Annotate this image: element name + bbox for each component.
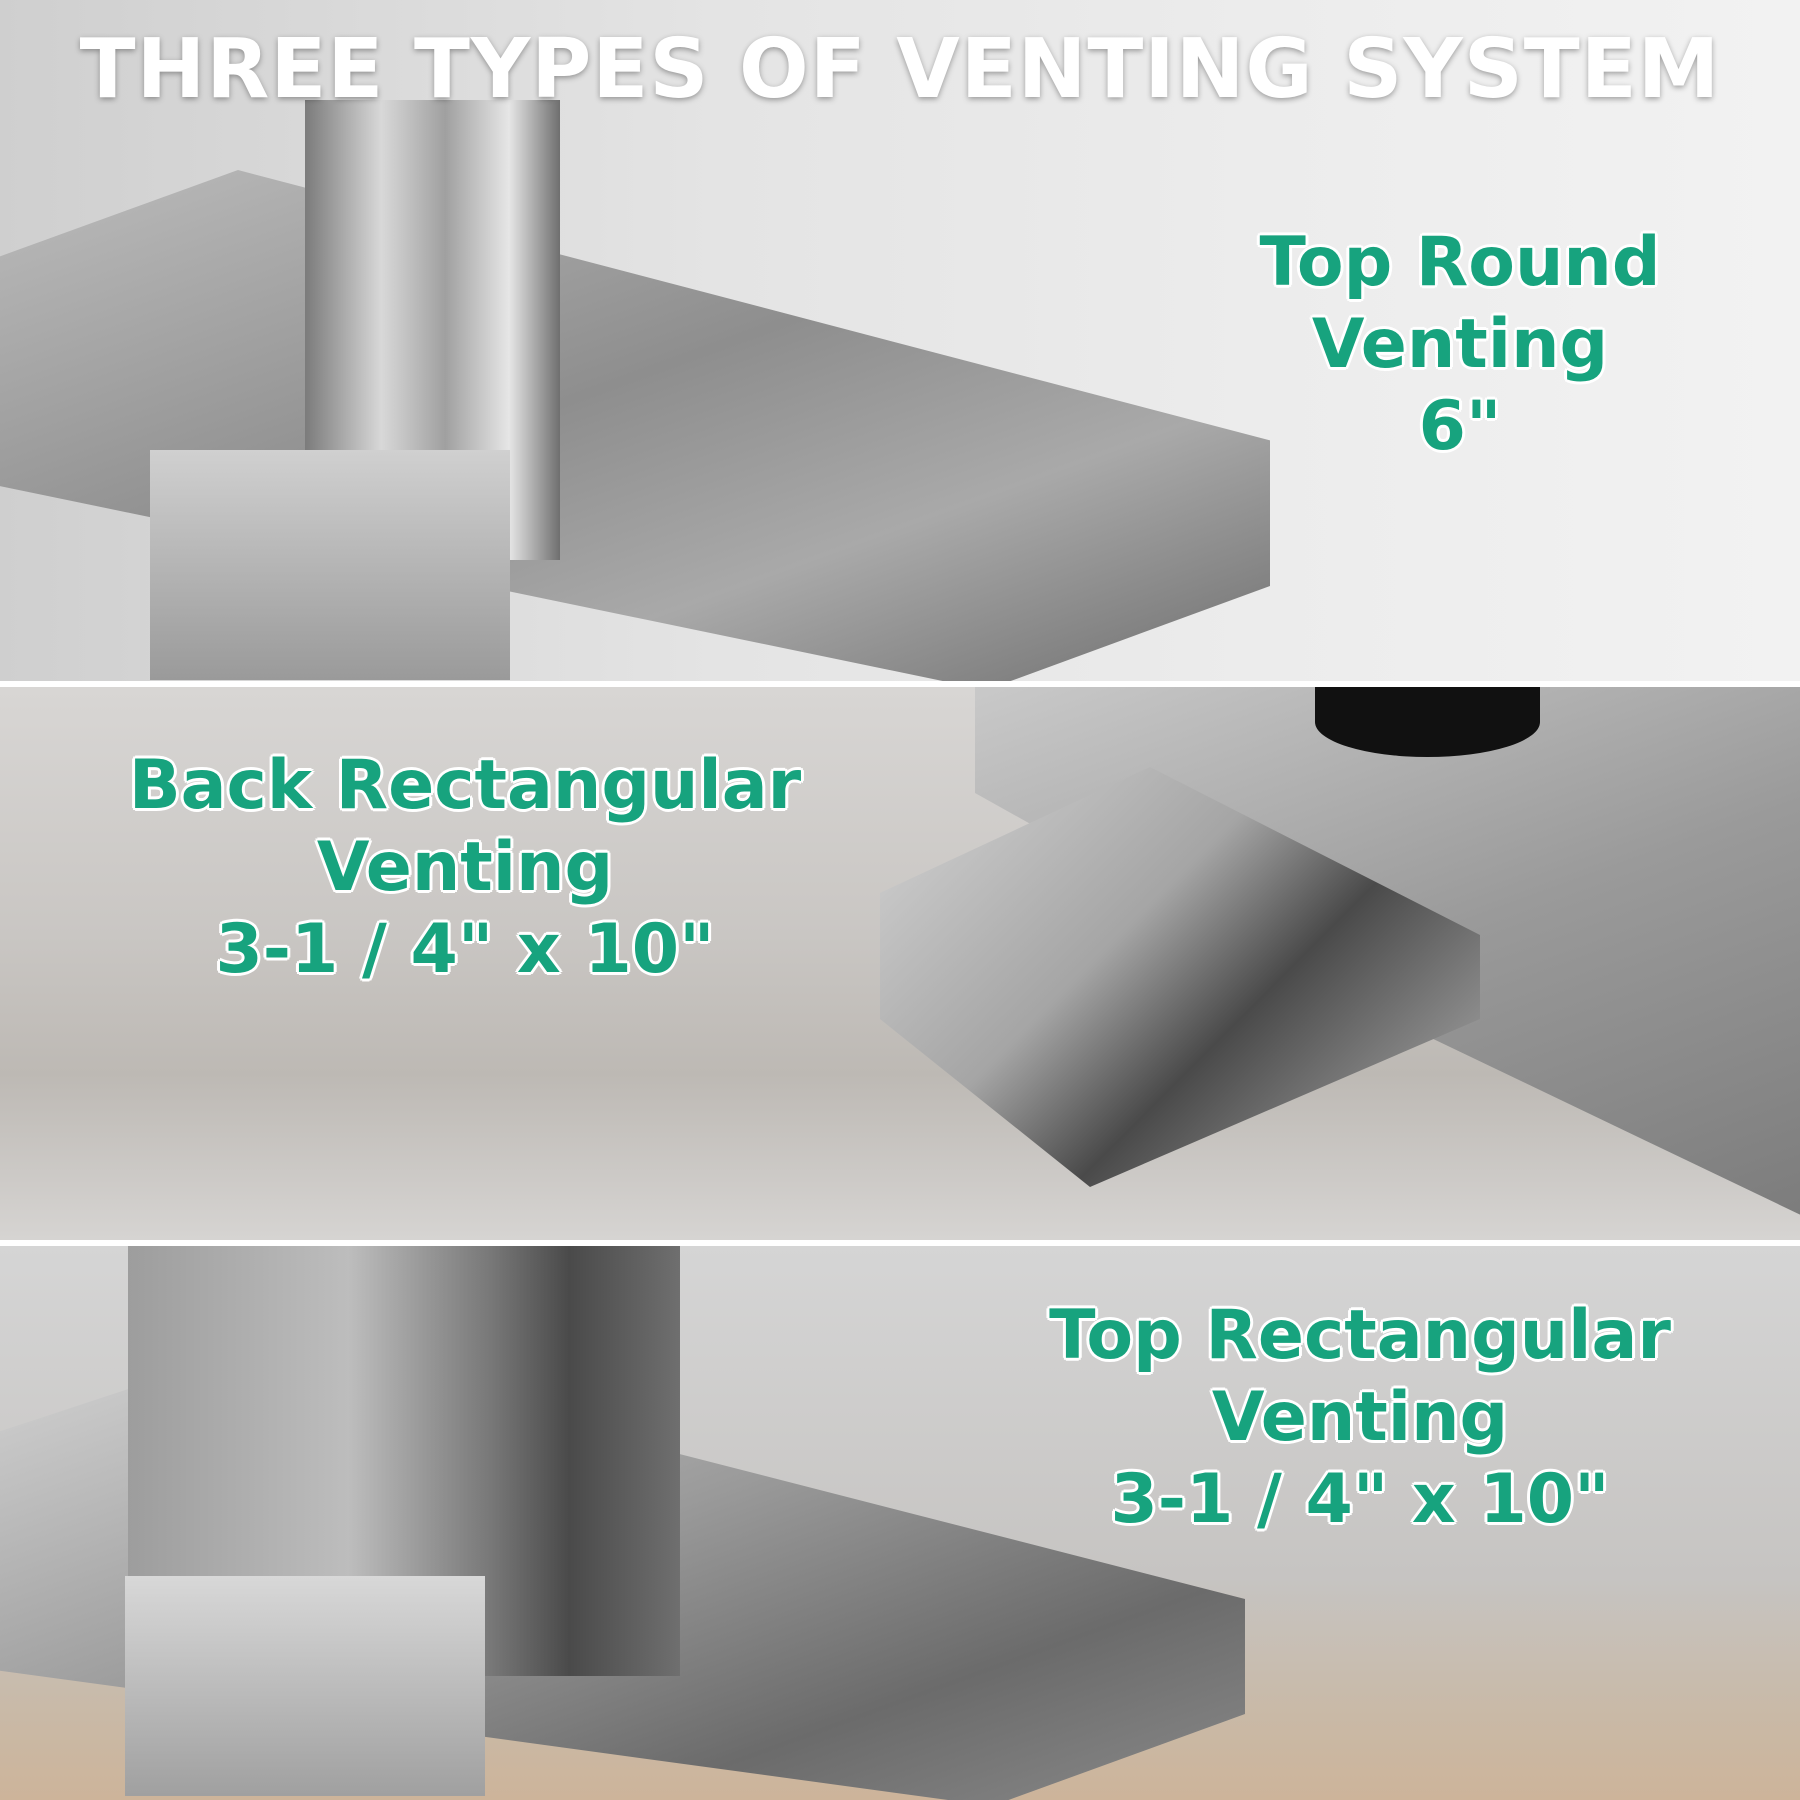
panel-top-round-venting — [0, 0, 1800, 681]
rectangular-duct-stub — [125, 1576, 485, 1796]
rectangular-duct-stub — [150, 450, 510, 680]
vent-type: Top Rectangular Venting — [1049, 1296, 1671, 1457]
vent-type: Top Round Venting — [1259, 223, 1661, 384]
panel-back-rectangular-venting — [0, 687, 1800, 1240]
label-top-rectangular-venting: Top Rectangular Venting 3-1 / 4" x 10" — [920, 1295, 1800, 1541]
vent-type: Back Rectangular Venting — [128, 746, 802, 907]
label-top-round-venting: Top Round Venting 6" — [1120, 222, 1800, 468]
vent-size: 3-1 / 4" x 10" — [1110, 1460, 1610, 1539]
divider — [0, 681, 1800, 687]
page-title: THREE TYPES OF VENTING SYSTEM — [79, 22, 1721, 117]
round-duct-opening — [1315, 687, 1540, 757]
vent-size: 3-1 / 4" x 10" — [215, 910, 715, 989]
vent-size: 6" — [1418, 387, 1502, 466]
label-back-rectangular-venting: Back Rectangular Venting 3-1 / 4" x 10" — [10, 745, 920, 991]
panel-top-rectangular-venting — [0, 1246, 1800, 1800]
divider — [0, 1240, 1800, 1246]
